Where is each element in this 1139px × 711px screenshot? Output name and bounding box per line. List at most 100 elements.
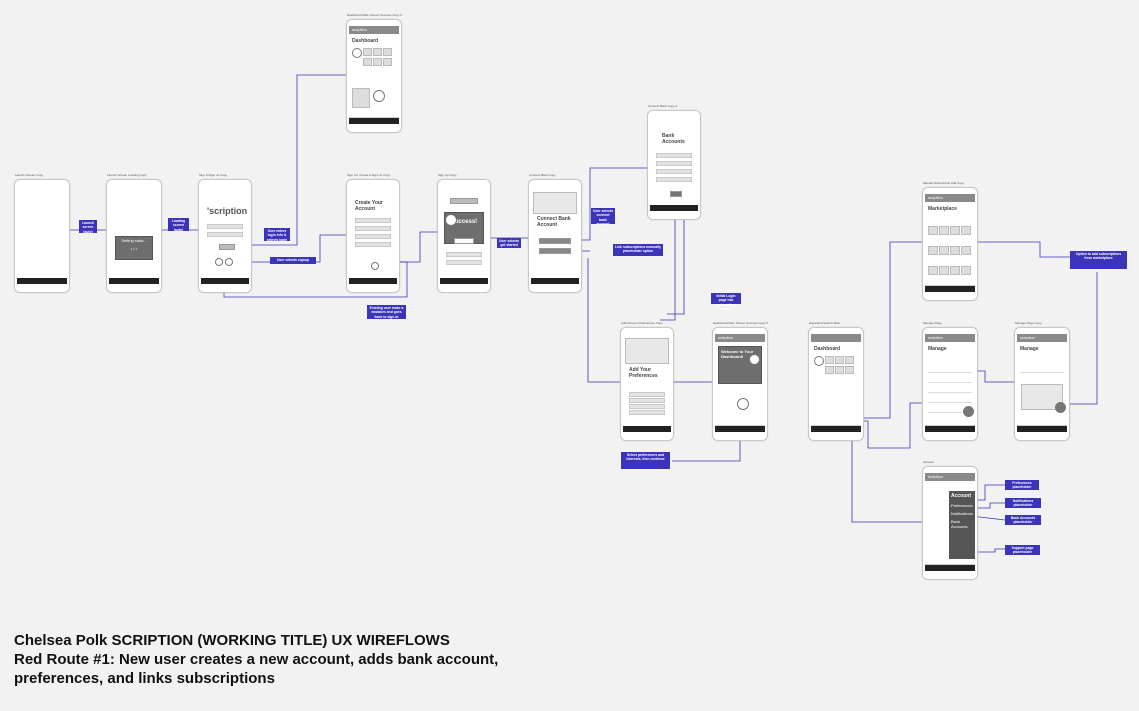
connect-bank-button[interactable] bbox=[539, 238, 571, 244]
list-item[interactable] bbox=[928, 368, 972, 373]
note-signup: User selects signup bbox=[270, 257, 316, 264]
app-bar: scription bbox=[925, 473, 975, 481]
caption-line-1: Chelsea Polk SCRIPTION (WORKING TITLE) U… bbox=[14, 632, 450, 649]
list-item[interactable] bbox=[928, 398, 972, 403]
app-bar: scription bbox=[925, 194, 975, 202]
loading-card: Setting subs...• • • bbox=[115, 236, 153, 260]
header-button bbox=[450, 198, 478, 204]
phone-marketplace[interactable]: scription Marketplace bbox=[922, 187, 978, 301]
social-icon[interactable] bbox=[225, 258, 233, 266]
form-field bbox=[446, 252, 482, 257]
screen-label-dash-top: Dashboard Main Screen Success Copy 2 bbox=[347, 13, 402, 17]
check-icon bbox=[445, 214, 457, 226]
note-get-started: User selects get started bbox=[497, 238, 521, 248]
form-field[interactable] bbox=[656, 169, 692, 174]
note-loading: Loading screen (auto) bbox=[168, 218, 189, 232]
note-connect: User selects connect bank account bbox=[591, 208, 615, 226]
caption-line-2: Red Route #1: New user creates a new acc… bbox=[14, 651, 499, 668]
continue-button[interactable] bbox=[670, 191, 682, 197]
prefs-title: Add Your Preferences bbox=[629, 367, 658, 379]
screen-label-loading: Launch Screen Loading Copy bbox=[107, 173, 147, 177]
search-bar[interactable] bbox=[811, 334, 861, 342]
phone-loading[interactable]: 'scription Setting subs...• • • bbox=[106, 179, 162, 293]
note-launch: Launch screen (auto) bbox=[79, 220, 97, 234]
social-icon[interactable] bbox=[215, 258, 223, 266]
list-item[interactable] bbox=[928, 378, 972, 383]
screen-label-launch: Launch Screen Copy bbox=[15, 173, 44, 177]
screen-label-success: Sign Up Copy bbox=[438, 173, 457, 177]
preference-option[interactable] bbox=[629, 392, 665, 397]
preference-option[interactable] bbox=[629, 404, 665, 409]
list-item[interactable] bbox=[928, 408, 972, 413]
phone-expanded[interactable]: Dashboard bbox=[808, 327, 864, 441]
signin-brand: 'scription bbox=[207, 206, 248, 216]
connect-title: Connect Bank Account bbox=[537, 216, 571, 228]
screen-label-welcome: Dashboard Main Screen Success Copy 3 bbox=[713, 321, 768, 325]
menu-notifications[interactable]: Notifications bbox=[951, 511, 973, 516]
page-caption: Chelsea Polk SCRIPTION (WORKING TITLE) U… bbox=[14, 631, 498, 688]
phone-success[interactable]: Success! bbox=[437, 179, 491, 293]
phone-welcome[interactable]: scription Welcome to Your Dashboard! bbox=[712, 327, 768, 441]
screen-label-create: Sign Up: Create A Sign Up Copy bbox=[347, 173, 391, 177]
phone-prefs[interactable]: Add Your Preferences bbox=[620, 327, 674, 441]
username-field[interactable] bbox=[207, 224, 243, 229]
welcome-text: Welcome to Your Dashboard! bbox=[721, 349, 754, 359]
note-marketplace: Option to add subscriptions from marketp… bbox=[1070, 251, 1127, 269]
note-notifications: Notifications placeholder bbox=[1005, 498, 1041, 508]
phone-connect[interactable]: Connect Bank Account bbox=[528, 179, 582, 293]
add-fab-icon[interactable] bbox=[1055, 402, 1066, 413]
image-placeholder bbox=[533, 192, 577, 214]
app-bar: scription bbox=[349, 26, 399, 34]
phone-account[interactable]: scription Account Preferences Notificati… bbox=[922, 466, 978, 580]
phone-dash-top[interactable]: scription Dashboard bbox=[346, 19, 402, 133]
note-select-prefs: Select preferences and interests, then c… bbox=[621, 452, 670, 469]
app-bar: scription bbox=[925, 334, 975, 342]
chart-ring-icon bbox=[373, 90, 385, 102]
marketplace-title: Marketplace bbox=[928, 206, 957, 212]
welcome-card: Welcome to Your Dashboard! bbox=[718, 346, 762, 384]
menu-preferences[interactable]: Preferences bbox=[951, 503, 973, 508]
note-login: User enters login info & selects login bbox=[264, 228, 290, 242]
create-title: Create Your Account bbox=[355, 200, 383, 212]
phone-launch[interactable]: 'scription bbox=[14, 179, 70, 293]
note-existing: Existing user make a mistakes and goes b… bbox=[367, 305, 406, 319]
add-fab-icon[interactable] bbox=[963, 406, 974, 417]
link-manually-button[interactable] bbox=[539, 248, 571, 254]
preference-option[interactable] bbox=[629, 398, 665, 403]
form-field[interactable] bbox=[656, 153, 692, 158]
app-bar: scription bbox=[715, 334, 765, 342]
form-field[interactable] bbox=[355, 242, 391, 247]
get-started-button[interactable] bbox=[454, 238, 474, 244]
brand-logo-loading: 'scription bbox=[111, 225, 157, 237]
menu-bank-accounts[interactable]: Bank Accounts bbox=[951, 519, 968, 529]
form-field[interactable] bbox=[656, 177, 692, 182]
phone-manage[interactable]: scription Manage bbox=[922, 327, 978, 441]
image-placeholder bbox=[625, 338, 669, 364]
form-field[interactable] bbox=[355, 218, 391, 223]
list-item[interactable] bbox=[1020, 368, 1064, 373]
phone-manage2[interactable]: scription Manage bbox=[1014, 327, 1070, 441]
form-field bbox=[446, 260, 482, 265]
manage-title: Manage bbox=[928, 346, 947, 352]
play-icon[interactable] bbox=[749, 354, 760, 365]
screen-label-bank: Connect Bank Copy 2 bbox=[648, 104, 678, 108]
phone-create[interactable]: Create Your Account bbox=[346, 179, 400, 293]
brand-logo: 'scription bbox=[19, 229, 65, 241]
app-bar: scription bbox=[1017, 334, 1067, 342]
loading-text: Setting subs... bbox=[121, 238, 147, 243]
screen-label-signin: Sign In/Sign up Copy bbox=[199, 173, 228, 177]
login-button[interactable] bbox=[219, 244, 235, 250]
phone-bank[interactable]: Bank Accounts bbox=[647, 110, 701, 220]
form-field[interactable] bbox=[656, 161, 692, 166]
screen-label-marketplace: Manual Subscription Add Copy bbox=[923, 181, 965, 185]
phone-signin[interactable]: 'scription bbox=[198, 179, 252, 293]
list-item[interactable] bbox=[928, 388, 972, 393]
form-field[interactable] bbox=[355, 234, 391, 239]
next-icon[interactable] bbox=[371, 262, 379, 270]
screen-label-connect: Connect Bank Copy bbox=[529, 173, 556, 177]
password-field[interactable] bbox=[207, 232, 243, 237]
form-field[interactable] bbox=[355, 226, 391, 231]
preference-option[interactable] bbox=[629, 410, 665, 415]
note-link: Link subscriptions manually placeholder … bbox=[613, 244, 663, 256]
